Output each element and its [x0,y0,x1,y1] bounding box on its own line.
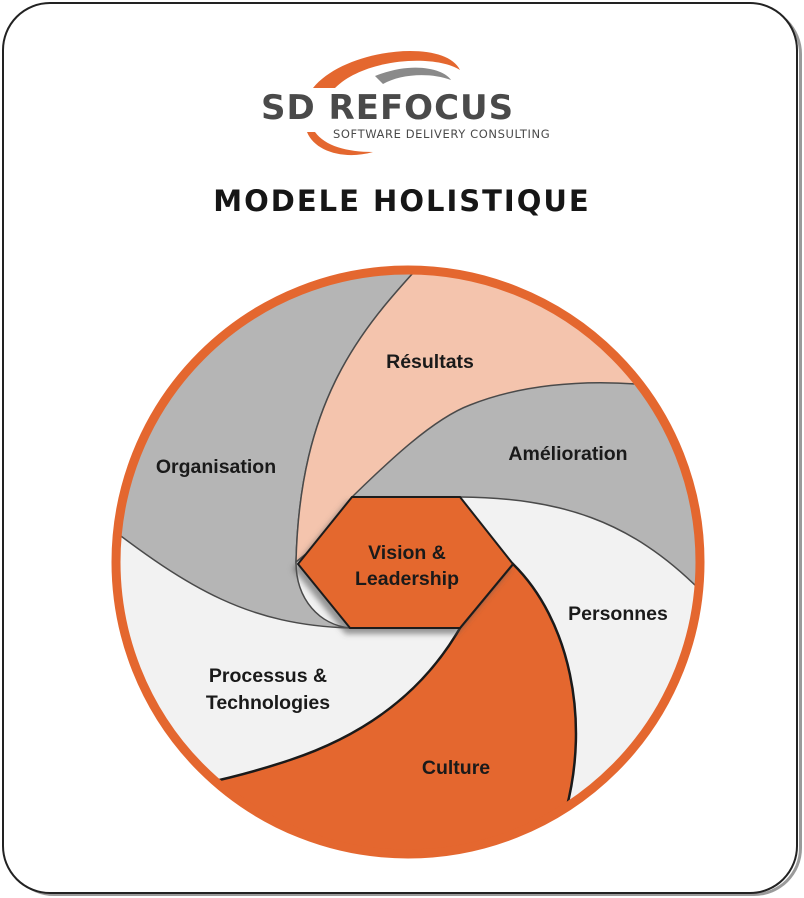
logo-tagline: SOFTWARE DELIVERY CONSULTING [333,127,551,141]
center-hexagon [296,496,515,629]
logo-swoosh-icon [307,50,460,156]
label-resultats: Résultats [386,351,474,373]
outer-ring [111,265,705,859]
label-center-line2: Leadership [355,568,459,590]
segment-amelioration [350,381,700,607]
label-processus-line2: Technologies [206,692,330,714]
logo-name: SD REFOCUS [261,88,515,128]
page-title: MODELE HOLISTIQUE [213,184,591,218]
label-center-line1: Vision & [368,542,446,564]
logo: SD REFOCUS SOFTWARE DELIVERY CONSULTING [255,40,555,165]
label-personnes: Personnes [568,603,668,625]
label-culture: Culture [422,757,490,779]
label-organisation: Organisation [156,456,276,478]
label-amelioration: Amélioration [508,443,627,465]
frame-shadow [6,6,802,896]
label-processus-line1: Processus & [209,665,327,687]
